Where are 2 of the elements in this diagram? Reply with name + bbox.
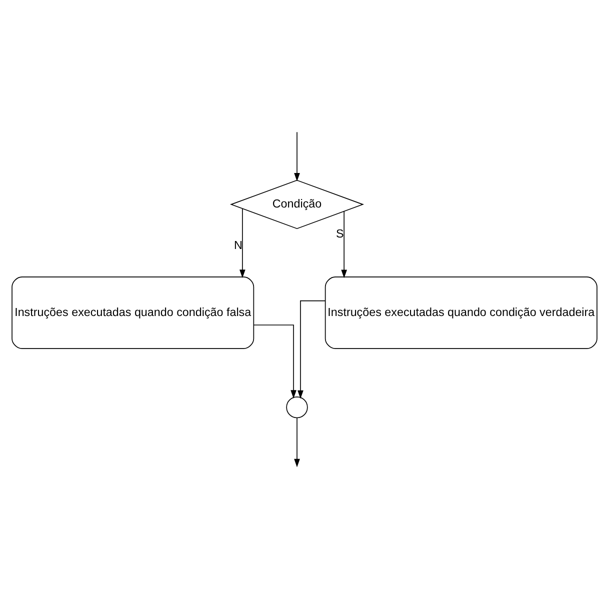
edge-label: N — [234, 238, 242, 252]
edge-label: S — [336, 228, 344, 241]
